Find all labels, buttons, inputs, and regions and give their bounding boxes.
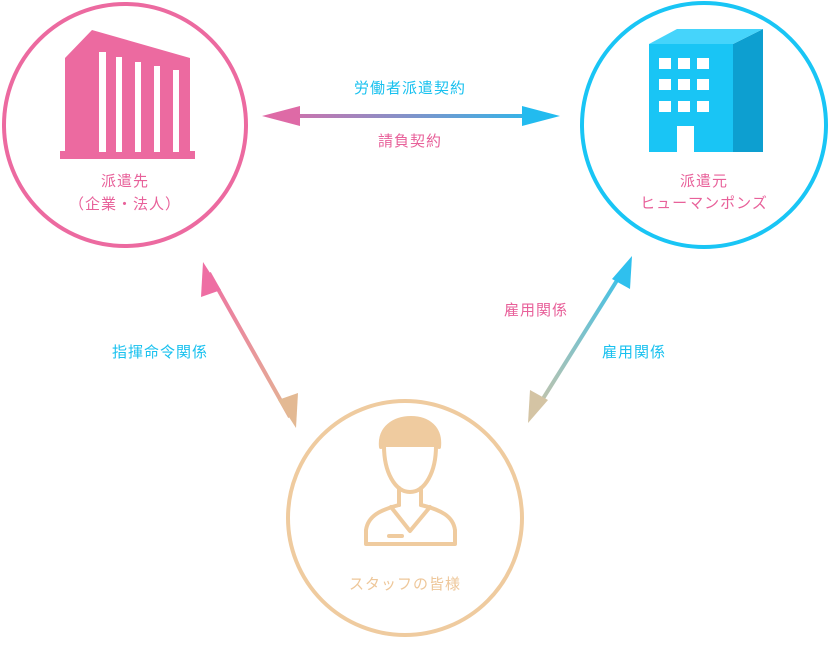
- command-label: 指揮命令関係: [111, 343, 208, 361]
- dispatcher-circle: [580, 1, 828, 249]
- client-circle: [2, 2, 248, 248]
- employment-label-pink: 雇用関係: [503, 301, 568, 319]
- dispatch-contract-label: 労働者派遣契約: [353, 79, 466, 97]
- subcontract-label: 請負契約: [377, 132, 442, 150]
- dispatcher-name: 派遣元: [679, 172, 728, 190]
- client-detail: （企業・法人）: [68, 195, 181, 213]
- office-building-icon: [649, 29, 763, 152]
- staff-circle: [286, 399, 524, 637]
- contract-arrow: [262, 106, 560, 126]
- dispatcher-detail: ヒューマンポンズ: [640, 194, 768, 212]
- employment-arrow: [528, 256, 632, 423]
- company-building-icon: [60, 30, 195, 159]
- employment-label-cyan: 雇用関係: [601, 343, 666, 361]
- command-arrow: [201, 262, 298, 428]
- staff-name: スタッフの皆様: [348, 575, 461, 593]
- person-icon: [364, 416, 457, 546]
- client-name: 派遣先: [100, 172, 149, 190]
